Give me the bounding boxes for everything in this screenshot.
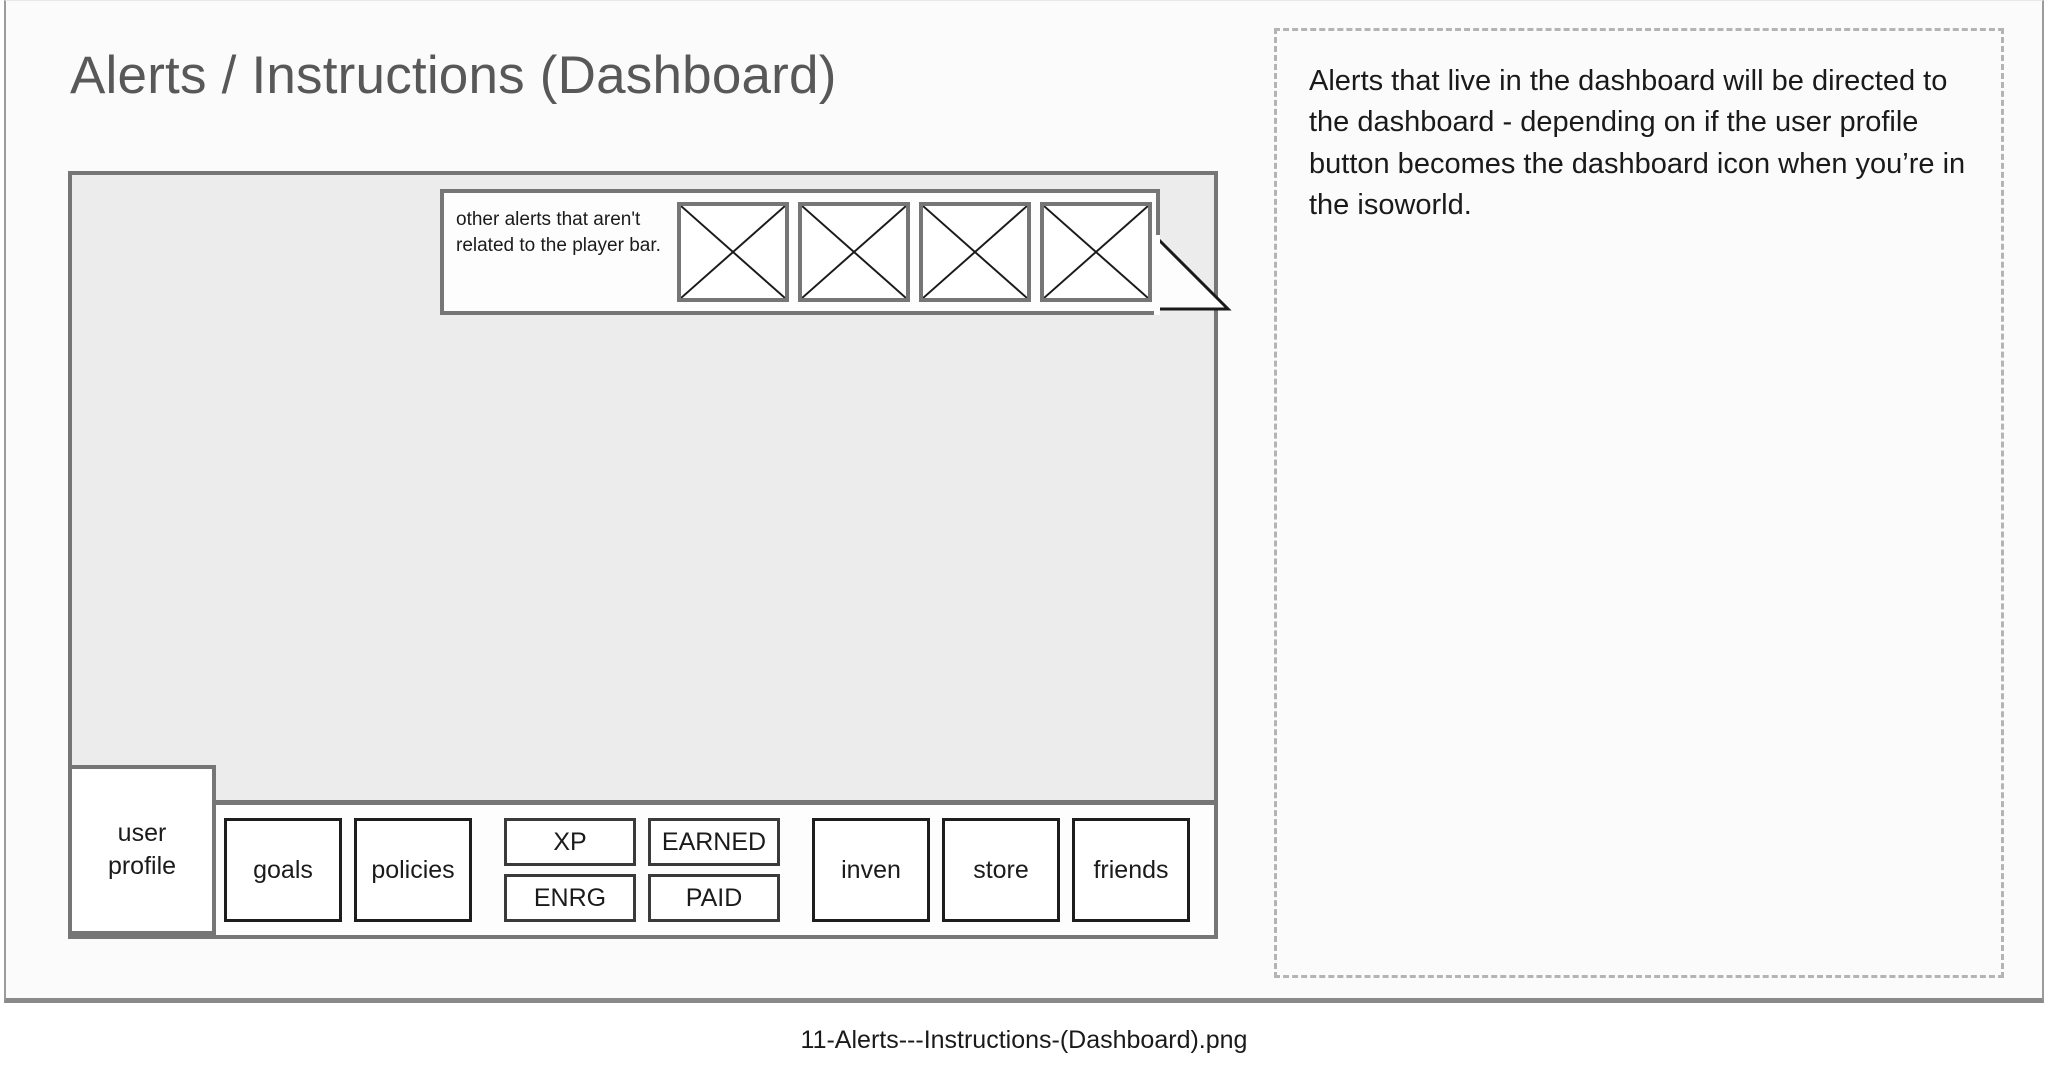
friends-button[interactable]: friends: [1072, 818, 1190, 922]
annotation-panel: Alerts that live in the dashboard will b…: [1274, 28, 2004, 978]
other-alerts-callout-text: other alerts that aren't related to the …: [456, 209, 661, 257]
user-profile-label: user profile: [107, 819, 177, 880]
player-bar: user profile goals policies XP ENRG EARN…: [68, 765, 1214, 935]
earned-meter[interactable]: EARNED: [648, 818, 780, 866]
page-card: Alerts / Instructions (Dashboard) other …: [4, 0, 2044, 1003]
policies-button[interactable]: policies: [354, 818, 472, 922]
xp-meter[interactable]: XP: [504, 818, 636, 866]
player-bar-items: goals policies XP ENRG EARNED PAID inven…: [224, 805, 1202, 935]
store-button[interactable]: store: [942, 818, 1060, 922]
alert-thumbnail-row: [677, 193, 1156, 311]
page-title: Alerts / Instructions (Dashboard): [70, 46, 837, 105]
xp-energy-meter-group: XP ENRG: [504, 818, 636, 922]
footer-filename: 11-Alerts---Instructions-(Dashboard).png: [800, 1026, 1248, 1054]
image-placeholder-icon[interactable]: [919, 202, 1031, 302]
goals-button[interactable]: goals: [224, 818, 342, 922]
image-placeholder-icon[interactable]: [1040, 202, 1152, 302]
wireframe-screen-frame: other alerts that aren't related to the …: [68, 171, 1232, 939]
paid-meter[interactable]: PAID: [648, 874, 780, 922]
inventory-button[interactable]: inven: [812, 818, 930, 922]
callout-tail-icon: [1154, 235, 1234, 315]
user-profile-button[interactable]: user profile: [68, 765, 216, 935]
annotation-text: Alerts that live in the dashboard will b…: [1309, 65, 1966, 222]
image-placeholder-icon[interactable]: [798, 202, 910, 302]
other-alerts-callout: other alerts that aren't related to the …: [440, 189, 1232, 315]
image-placeholder-icon[interactable]: [677, 202, 789, 302]
earned-paid-meter-group: EARNED PAID: [648, 818, 780, 922]
other-alerts-callout-box: other alerts that aren't related to the …: [440, 189, 1160, 315]
energy-meter[interactable]: ENRG: [504, 874, 636, 922]
